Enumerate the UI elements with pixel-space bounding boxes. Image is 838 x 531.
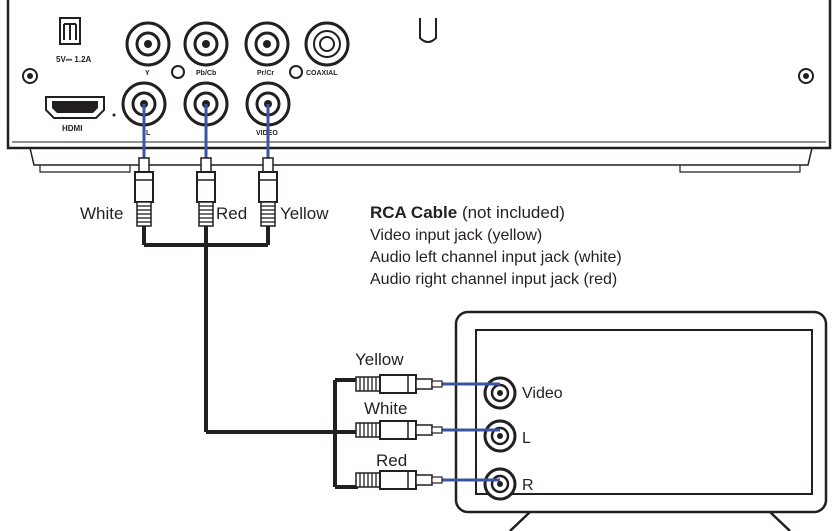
caption-line-left: Audio left channel input jack (white) [370, 249, 622, 266]
tv-jack-left [483, 419, 517, 453]
power-rating-label: 5V⎓ 1.2A [56, 55, 92, 64]
jack-coaxial-label: COAXIAL [306, 70, 338, 77]
hdmi-label: HDMI [62, 124, 82, 133]
right-screw [798, 68, 814, 84]
jack-pr-cr [244, 21, 290, 67]
rca-cable-caption: RCA Cable (not included) Video input jac… [370, 203, 622, 288]
tv-plug-label-yellow: Yellow [355, 350, 404, 369]
jack-y [125, 21, 171, 67]
caption-line-video: Video input jack (yellow) [370, 227, 542, 244]
dvd-player-rear-panel: 5V⎓ 1.2A HDMI [6, 0, 832, 173]
tv-jack-left-label: L [522, 430, 531, 447]
player-blue-wires [142, 104, 270, 160]
rca-plug-red [196, 157, 216, 227]
jack-audio-left-label: L [146, 130, 151, 137]
left-screw [22, 68, 38, 84]
tv-jack-video-label: Video [522, 385, 563, 402]
rca-plug-yellow [258, 157, 278, 227]
tv-jack-right-label: R [522, 477, 534, 494]
caption-title: RCA Cable [370, 203, 457, 222]
jack-pb-label: Pb/Cb [196, 70, 216, 77]
tv-rca-plug-yellow [355, 374, 443, 394]
caption-title-line: RCA Cable (not included) [370, 203, 565, 222]
tv-plug-label-red: Red [376, 451, 407, 470]
caption-line-right: Audio right channel input jack (red) [370, 271, 617, 288]
cable-label-yellow: Yellow [280, 204, 329, 223]
jack-coaxial [304, 21, 350, 67]
rca-cable-bundle [142, 226, 358, 489]
jack-y-screw [171, 65, 185, 79]
tv-rca-plug-white [355, 420, 443, 440]
cable-label-red: Red [216, 204, 247, 223]
jack-pr-screw [289, 65, 303, 79]
hdmi-port [45, 96, 116, 119]
tv-blue-wires [440, 382, 500, 482]
jack-y-label: Y [145, 70, 150, 77]
rca-plug-white [134, 157, 154, 227]
jack-pr-label: Pr/Cr [257, 70, 274, 77]
cable-label-white: White [80, 204, 123, 223]
jack-pb-cb [183, 21, 229, 67]
power-jack [59, 17, 81, 45]
tv-plug-label-white: White [364, 399, 407, 418]
panel-notch [419, 18, 437, 43]
caption-title-note: (not included) [457, 203, 565, 222]
tv-rca-plug-red [355, 470, 443, 490]
television [454, 310, 828, 531]
tv-jack-right [483, 467, 517, 501]
